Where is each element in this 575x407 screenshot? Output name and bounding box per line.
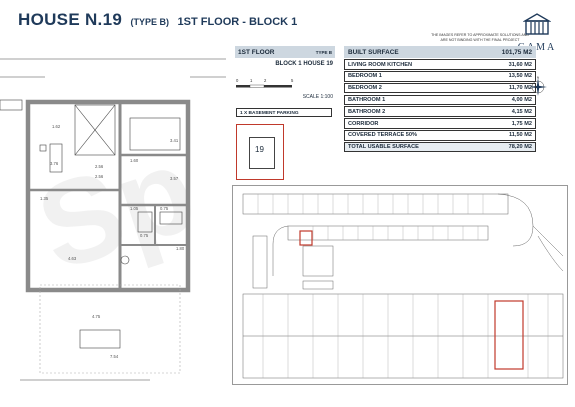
block-house-label: BLOCK 1 HOUSE 19 bbox=[275, 61, 333, 67]
built-surface-label: BUILT SURFACE bbox=[348, 48, 399, 56]
total-surface-row: TOTAL USABLE SURFACE 78,20 M2 bbox=[344, 141, 536, 153]
built-surface-row: BUILT SURFACE 101,75 M2 bbox=[344, 46, 536, 58]
parking-spot: 19 bbox=[249, 137, 275, 169]
compass-icon: N bbox=[529, 76, 547, 96]
surface-row-value: 31,60 M2 bbox=[508, 61, 532, 68]
surface-row-value: 4,00 M2 bbox=[511, 96, 532, 103]
floor-label: 1ST FLOOR bbox=[238, 48, 275, 56]
logo-building-icon bbox=[522, 13, 552, 35]
dim-15: 1.80 bbox=[176, 246, 185, 251]
surface-row-label: CORRIDOR bbox=[348, 120, 379, 127]
scale-tick-5: 5 bbox=[291, 78, 294, 83]
floor-plan: 1.62 2.56 3.76 2.56 1.60 3.41 4.63 1.05 … bbox=[0, 58, 226, 381]
surface-row-value: 11,50 M2 bbox=[508, 132, 532, 139]
page-title: HOUSE N.19 (TYPE B) 1ST FLOOR - BLOCK 1 bbox=[18, 10, 297, 30]
dim-14: 1.35 bbox=[40, 196, 49, 201]
floor-info-panel: 1ST FLOOR TYPE B BLOCK 1 HOUSE 19 0 1 2 … bbox=[235, 46, 335, 180]
parking-label: 1 X BASEMENT PARKING bbox=[236, 108, 332, 117]
dim-5: 1.60 bbox=[130, 158, 139, 163]
surface-row-label: BEDROOM 1 bbox=[348, 73, 382, 80]
dim-3: 3.76 bbox=[50, 161, 59, 166]
compass: N bbox=[527, 76, 549, 103]
dim-13: 0.75 bbox=[140, 233, 149, 238]
site-plan bbox=[232, 185, 568, 385]
parking-number: 19 bbox=[255, 145, 264, 154]
surface-row: CORRIDOR 1,75 M2 bbox=[344, 118, 536, 129]
surface-row-label: BATHROOM 2 bbox=[348, 108, 386, 115]
total-surface-value: 78,20 M2 bbox=[508, 144, 532, 151]
surface-row-value: 4,15 M2 bbox=[511, 108, 532, 115]
site-plan-drawing bbox=[242, 193, 564, 379]
dim-10: 7.54 bbox=[110, 354, 119, 359]
dim-7: 4.63 bbox=[68, 256, 77, 261]
surface-row-value: 13,50 M2 bbox=[508, 73, 532, 80]
dim-8: 1.05 bbox=[130, 206, 139, 211]
parking-space: 19 bbox=[236, 124, 284, 180]
surface-row: BEDROOM 2 11,70 M2 bbox=[344, 82, 536, 94]
surface-row: BATHROOM 2 4,15 M2 bbox=[344, 106, 536, 117]
compass-n: N bbox=[537, 76, 539, 80]
total-surface-label: TOTAL USABLE SURFACE bbox=[348, 144, 419, 151]
surface-row: BATHROOM 1 4,00 M2 bbox=[344, 94, 536, 106]
dim-11: 4.75 bbox=[92, 314, 101, 319]
scale-tick-1: 1 bbox=[250, 78, 253, 83]
scale-bar: 0 1 2 5 bbox=[236, 78, 294, 88]
scale-tick-0: 0 bbox=[236, 78, 239, 83]
surface-row-label: LIVING ROOM KITCHEN bbox=[348, 61, 413, 68]
surface-row-value: 11,70 M2 bbox=[508, 85, 532, 92]
surface-row-value: 1,75 M2 bbox=[511, 120, 532, 127]
surface-row-label: COVERED TERRACE 50% bbox=[348, 132, 418, 139]
house-type: (TYPE B) bbox=[130, 17, 170, 27]
type-badge: TYPE B bbox=[315, 49, 332, 55]
scale-text: SCALE 1:100 bbox=[302, 94, 333, 100]
house-title: HOUSE N.19 bbox=[18, 10, 123, 29]
dim-1: 1.62 bbox=[52, 124, 61, 129]
dim-6: 3.41 bbox=[170, 138, 179, 143]
built-surface-value: 101,75 M2 bbox=[501, 48, 532, 56]
surface-row-label: BATHROOM 1 bbox=[348, 96, 386, 103]
scale-tick-2: 2 bbox=[264, 78, 267, 83]
surface-row: COVERED TERRACE 50% 11,50 M2 bbox=[344, 130, 536, 141]
dim-4: 2.56 bbox=[95, 174, 104, 179]
dim-2: 2.56 bbox=[95, 164, 104, 169]
surface-row-label: BEDROOM 2 bbox=[348, 85, 382, 92]
floor-header: 1ST FLOOR TYPE B bbox=[235, 46, 335, 58]
dim-12: 3.57 bbox=[170, 176, 179, 181]
surface-row: BEDROOM 1 13,50 M2 bbox=[344, 71, 536, 82]
disclaimer: THE IMAGES REFER TO APPROXIMATE SOLUTION… bbox=[431, 33, 529, 42]
gama-logo: GAMA bbox=[512, 12, 562, 53]
dim-9: 0.75 bbox=[160, 206, 169, 211]
surface-row: LIVING ROOM KITCHEN 31,60 M2 bbox=[344, 59, 536, 70]
floor-block: 1ST FLOOR - BLOCK 1 bbox=[177, 16, 298, 28]
surface-table: BUILT SURFACE 101,75 M2 LIVING ROOM KITC… bbox=[344, 46, 536, 153]
logo-text: GAMA bbox=[517, 42, 557, 53]
